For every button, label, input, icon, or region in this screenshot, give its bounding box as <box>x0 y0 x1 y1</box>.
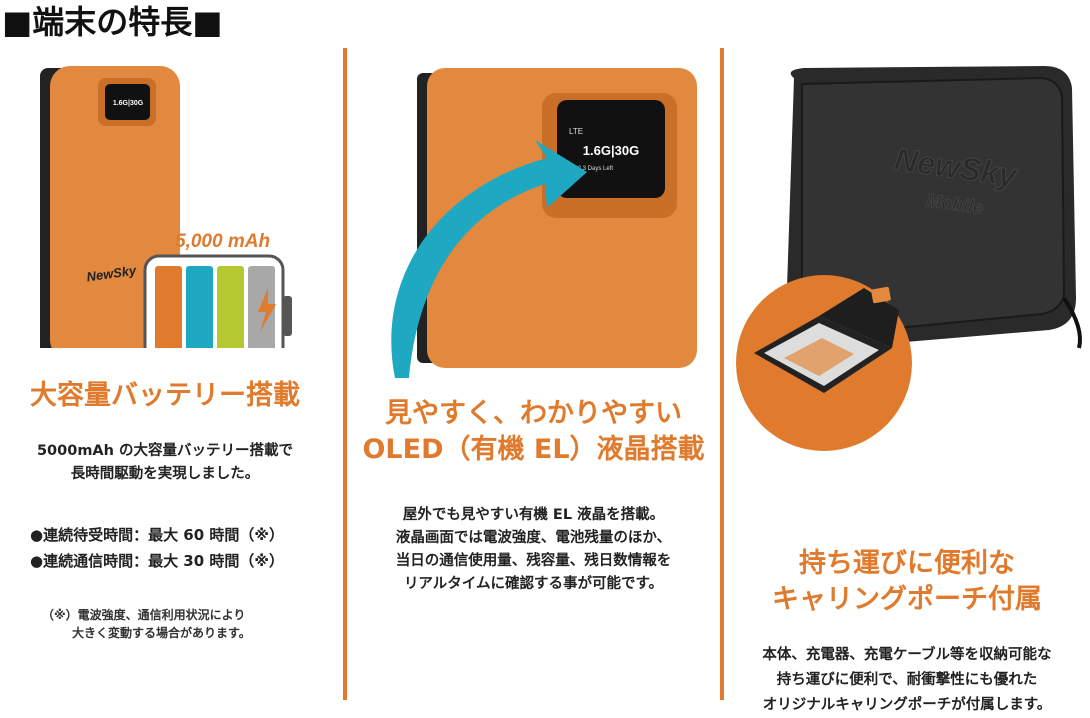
note-line-2: 大きく変動する場合があります。 <box>72 626 251 640</box>
feature-battery: 1.6G|30G NewSky 5,000 mAh 大容量バッテリー搭載 500… <box>0 48 343 700</box>
curved-arrow-icon <box>391 140 587 378</box>
screen-data-usage: 1.6G|30G <box>583 143 639 158</box>
feature-oled: LTE 1.6G|30G 192.3 Days Left 見やすく、わかりやすい… <box>347 48 720 700</box>
column-divider-left <box>343 48 347 700</box>
battery-device-illustration: 1.6G|30G NewSky 5,000 mAh <box>40 66 292 348</box>
battery-capacity-label: 5,000 mAh <box>175 231 270 252</box>
oled-desc-line-4: リアルタイムに確認する事が可能です。 <box>403 576 664 592</box>
note-line-1: （※）電波強度、通信利用状況により <box>42 608 246 622</box>
battery-cell-1 <box>155 266 182 348</box>
case-heading-line-2: キャリングポーチ付属 <box>772 584 1042 615</box>
battery-cell-3 <box>217 266 244 348</box>
case-desc-line-3: オリジナルキャリングポーチが付属します。 <box>762 697 1052 713</box>
carrying-case-illustration: NewSky Mobile <box>736 66 1082 451</box>
battery-desc-line-2: 長時間駆動を実現しました。 <box>70 466 260 482</box>
oled-device-illustration: LTE 1.6G|30G 192.3 Days Left <box>391 68 697 378</box>
device-screen-text: 1.6G|30G <box>113 100 144 107</box>
case-desc-line-1: 本体、充電器、充電ケーブル等を収納可能な <box>762 647 1052 663</box>
screen-days-left: 192.3 Days Left <box>571 166 613 172</box>
page-title: ■端末の特長■ <box>2 3 223 41</box>
column-divider-right <box>720 48 724 700</box>
battery-heading: 大容量バッテリー搭載 <box>30 380 300 411</box>
battery-cell-2 <box>186 266 213 348</box>
feature-carrying-case: NewSky Mobile 持ち運びに便利な キャリングポーチ付属 本体、充電器… <box>724 48 1090 713</box>
case-desc-line-2: 持ち運びに便利で、耐衝撃性にも優れた <box>776 672 1038 688</box>
spec-talk-time: ●連続通信時間：最大 30 時間（※） <box>30 552 284 570</box>
zipper-pull <box>1062 296 1082 349</box>
oled-heading-line-1: 見やすく、わかりやすい <box>385 398 682 429</box>
open-case-photo <box>754 286 899 393</box>
case-heading-line-1: 持ち運びに便利な <box>799 548 1015 579</box>
oled-heading-line-2: OLED（有機 EL）液晶搭載 <box>362 434 705 465</box>
device-brand-logo: NewSky <box>86 263 138 285</box>
spec-standby-time: ●連続待受時間：最大 60 時間（※） <box>30 526 284 544</box>
oled-desc-line-1: 屋外でも見やすい有機 EL 液晶を搭載。 <box>402 507 665 523</box>
screen-signal-label: LTE <box>569 127 583 136</box>
oled-desc-line-3: 当日の通信使用量、残容量、残日数情報を <box>395 553 672 569</box>
battery-desc-line-1: 5000mAh の大容量バッテリー搭載で <box>36 443 294 459</box>
oled-desc-line-2: 液晶画面では電波強度、電池残量のほか、 <box>395 530 672 546</box>
lightning-icon <box>258 288 276 332</box>
